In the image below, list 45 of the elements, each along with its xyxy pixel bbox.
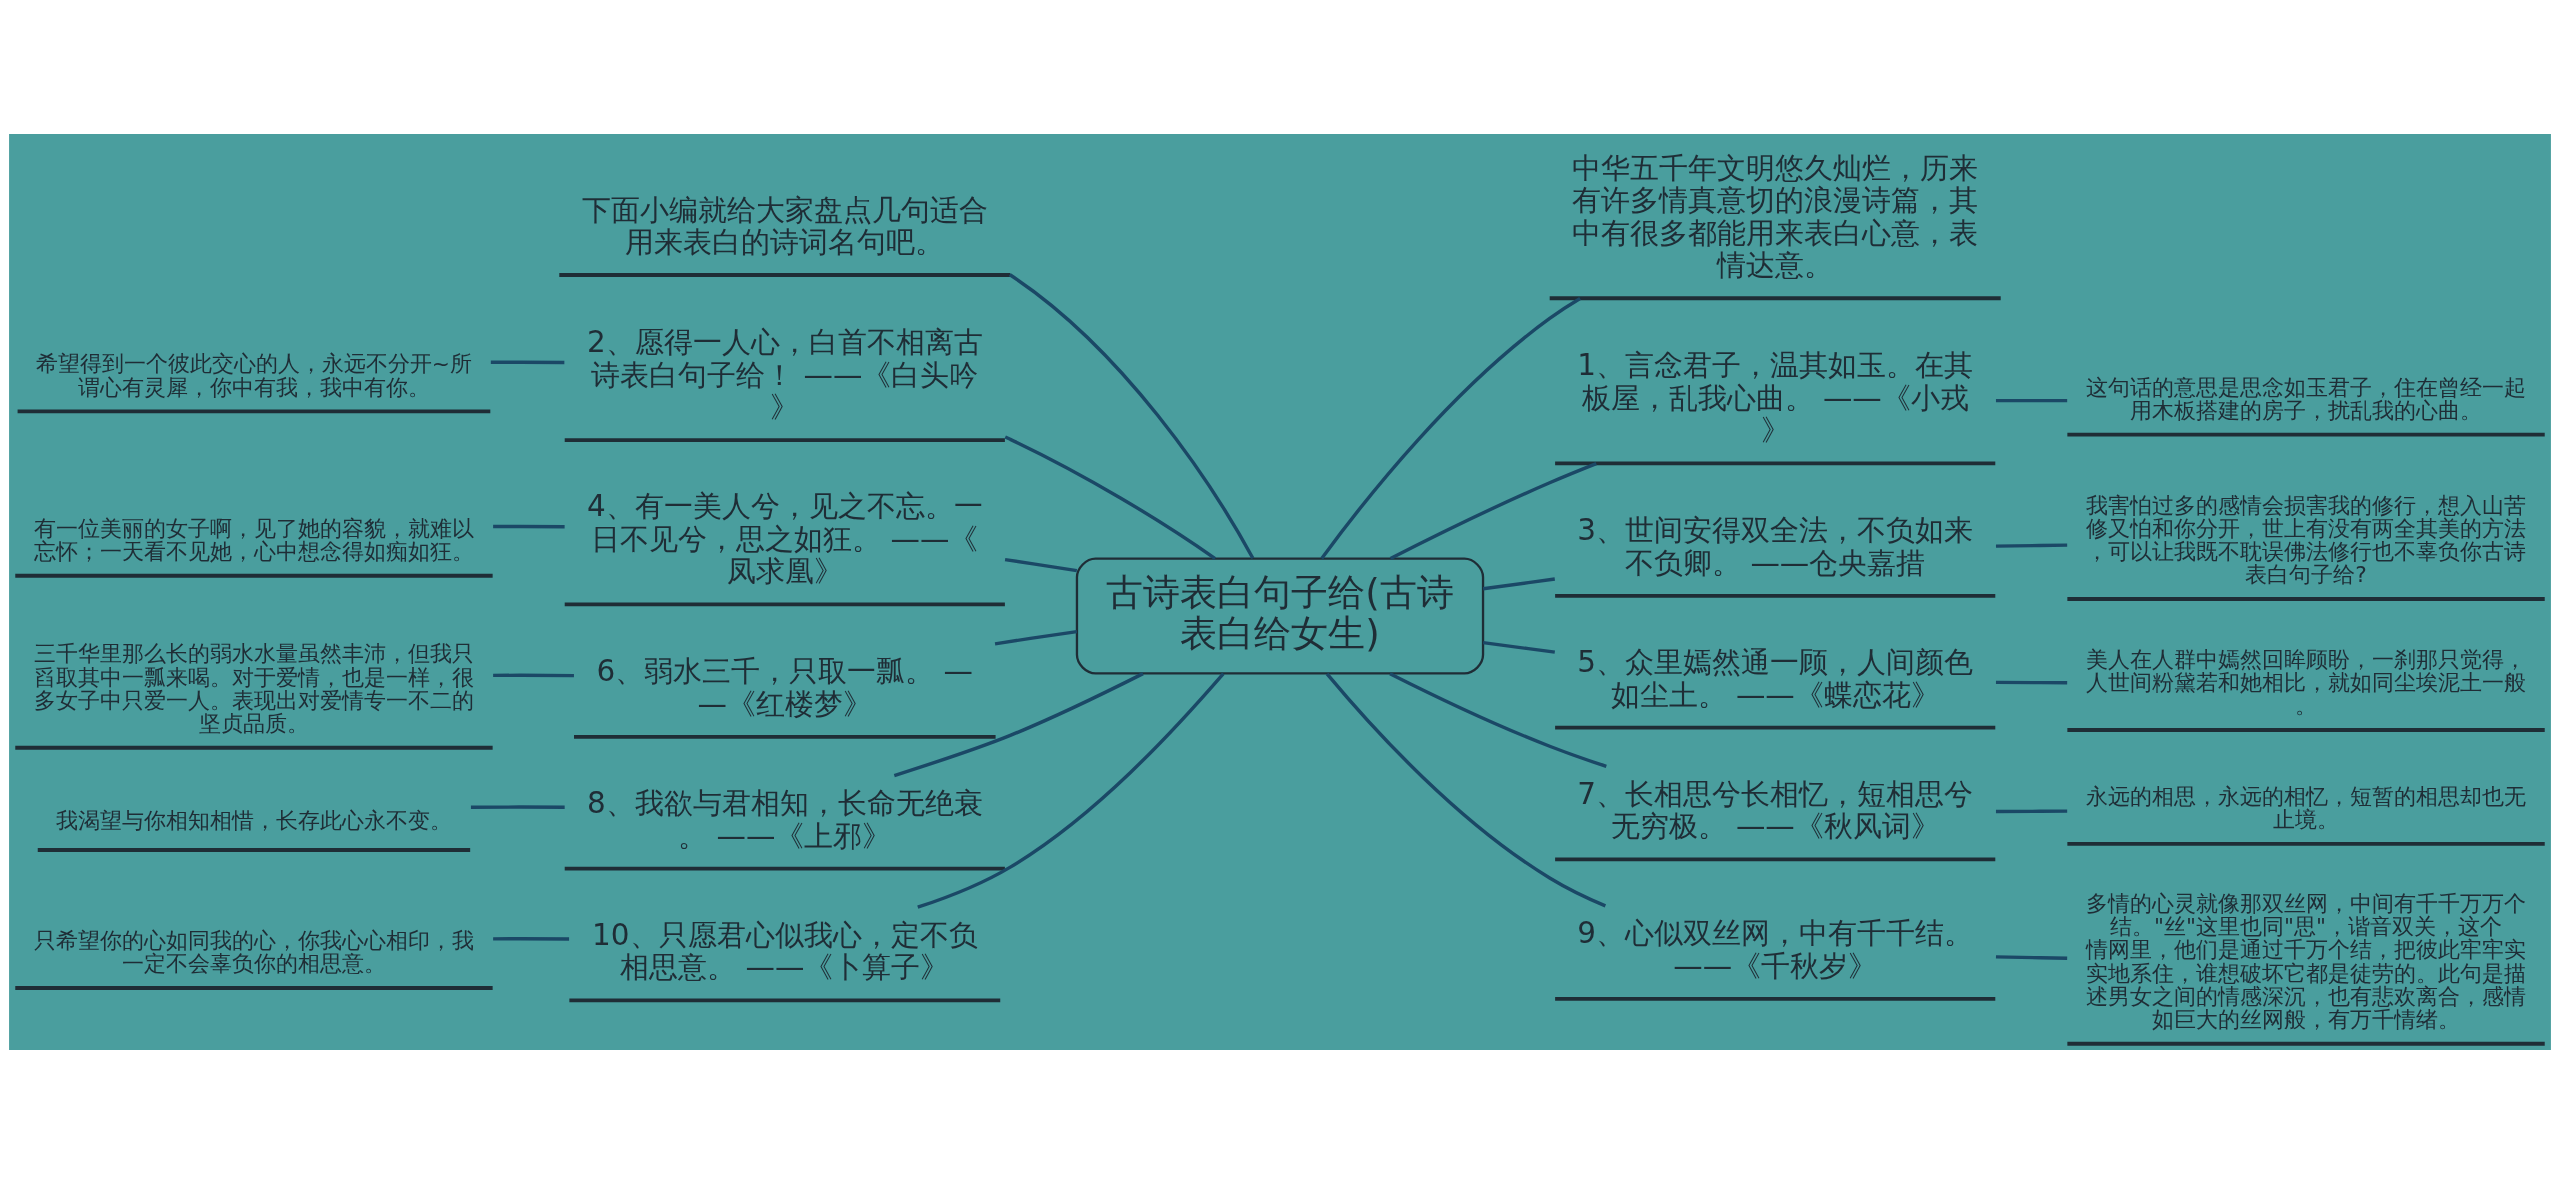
connector bbox=[1482, 641, 1555, 654]
node-text: 这句话的意思是思念如玉君子，住在曾经一起用木板搭建的房子，扰乱我的心曲。 bbox=[2086, 374, 2527, 423]
connector bbox=[1004, 435, 1217, 560]
node-text: 7、长相思兮长相忆，短相思兮无穷极。 ——《秋风词》 bbox=[1577, 776, 1974, 844]
node-text: 我渴望与你相知相惜，长存此心永不变。 bbox=[55, 807, 452, 833]
node-text: 我害怕过多的感情会损害我的修行，想入山苦修又怕和你分开，世上有没有两全其美的方法，可以让我既不耽误佛法修行也不辜负你古诗表白句子给? bbox=[2086, 492, 2527, 588]
node-text: 多情的心灵就像那双丝网，中间有千千万万个结。"丝"这里也同"思"，谐音双关，这个情网里，他们是通过千万个结，把彼此牢牢实实地系住，谁想破坏它都是徒劳的。此句是描述男女之间的情感深沉，也有悲欢离合，感情如巨大的丝网般，有万千情绪。 bbox=[2086, 890, 2527, 1033]
connector bbox=[1004, 558, 1078, 573]
connector bbox=[1995, 398, 2068, 403]
node-text: 永远的相思，永远的相忆，短暂的相思却也无止境。 bbox=[2086, 783, 2527, 833]
node-box: 古诗表白句子给(古诗表白给女生) bbox=[1075, 557, 1485, 675]
connector bbox=[1995, 955, 2068, 961]
connector bbox=[917, 672, 1225, 909]
node-text: 中华五千年文明悠久灿烂，历来有许多情真意切的浪漫诗篇，其中有很多都能用来表白心意，表情达意。 bbox=[1572, 150, 1979, 283]
node-text: 9、心似双丝网，中有千千结。 ——《千秋岁》 bbox=[1577, 916, 1974, 983]
node-text: 10、只愿君心似我心，定不负相思意。 ——《卜算子》 bbox=[592, 917, 978, 985]
node-text: 只希望你的心如同我的心，你我心心相印，我一定不会辜负你的相思意。 bbox=[33, 928, 474, 977]
connector bbox=[493, 937, 570, 941]
node-text: 下面小编就给大家盘点几句适合用来表白的诗词名句吧。 bbox=[581, 192, 988, 260]
connector bbox=[1482, 577, 1555, 591]
connector bbox=[493, 673, 574, 678]
node-text: 有一位美丽的女子啊，见了她的容貌，就难以忘怀；一天看不见她，心中想念得如痴如狂。 bbox=[33, 515, 474, 564]
node-text: 3、世间安得双全法，不负如来不负卿。 ——仓央嘉措 bbox=[1577, 513, 1974, 580]
node-text: 5、众里嫣然通一顾，人间颜色如尘土。 ——《蝶恋花》 bbox=[1577, 645, 1974, 712]
connector bbox=[1389, 462, 1597, 560]
connector bbox=[893, 672, 1144, 778]
connector bbox=[493, 524, 565, 529]
connector bbox=[994, 629, 1078, 646]
node-text: 三千华里那么长的弱水水量虽然丰沛，但我只舀取其中一瓢来喝。对于爱情，也是一样，很多女子中只爱一人。表现出对爱情专一不二的坚贞品质。 bbox=[33, 641, 474, 737]
connector bbox=[1008, 273, 1255, 560]
connector bbox=[1995, 809, 2068, 814]
connector bbox=[1995, 543, 2068, 548]
connector bbox=[1995, 680, 2068, 685]
node-text: 1、言念君子，温其如玉。在其板屋，乱我心曲。 ——《小戎》 bbox=[1577, 348, 1974, 448]
connector bbox=[1325, 672, 1607, 908]
node-text: 4、有一美人兮，见之不忘。一日不见兮，思之如狂。 ——《凤求凰》 bbox=[586, 489, 983, 589]
node-text: 8、我欲与君相知，长命无绝衰。 ——《上邪》 bbox=[586, 786, 983, 853]
connector bbox=[1320, 297, 1581, 560]
connector bbox=[490, 360, 565, 365]
node-text: 2、愿得一人心，白首不相离古诗表白句子给！ ——《白头吟》 bbox=[586, 325, 983, 425]
node-text: 希望得到一个彼此交心的人，永远不分开~所谓心有灵犀，你中有我，我中有你。 bbox=[35, 351, 473, 400]
node-text: 美人在人群中嫣然回眸顾盼，一刹那只觉得，人世间粉黛若和她相比，就如同尘埃泥土一般。 bbox=[2086, 646, 2527, 719]
connector bbox=[1389, 672, 1607, 768]
node-text: 6、弱水三千，只取一瓢。 ——《红楼梦》 bbox=[596, 654, 974, 721]
connector bbox=[470, 805, 565, 809]
